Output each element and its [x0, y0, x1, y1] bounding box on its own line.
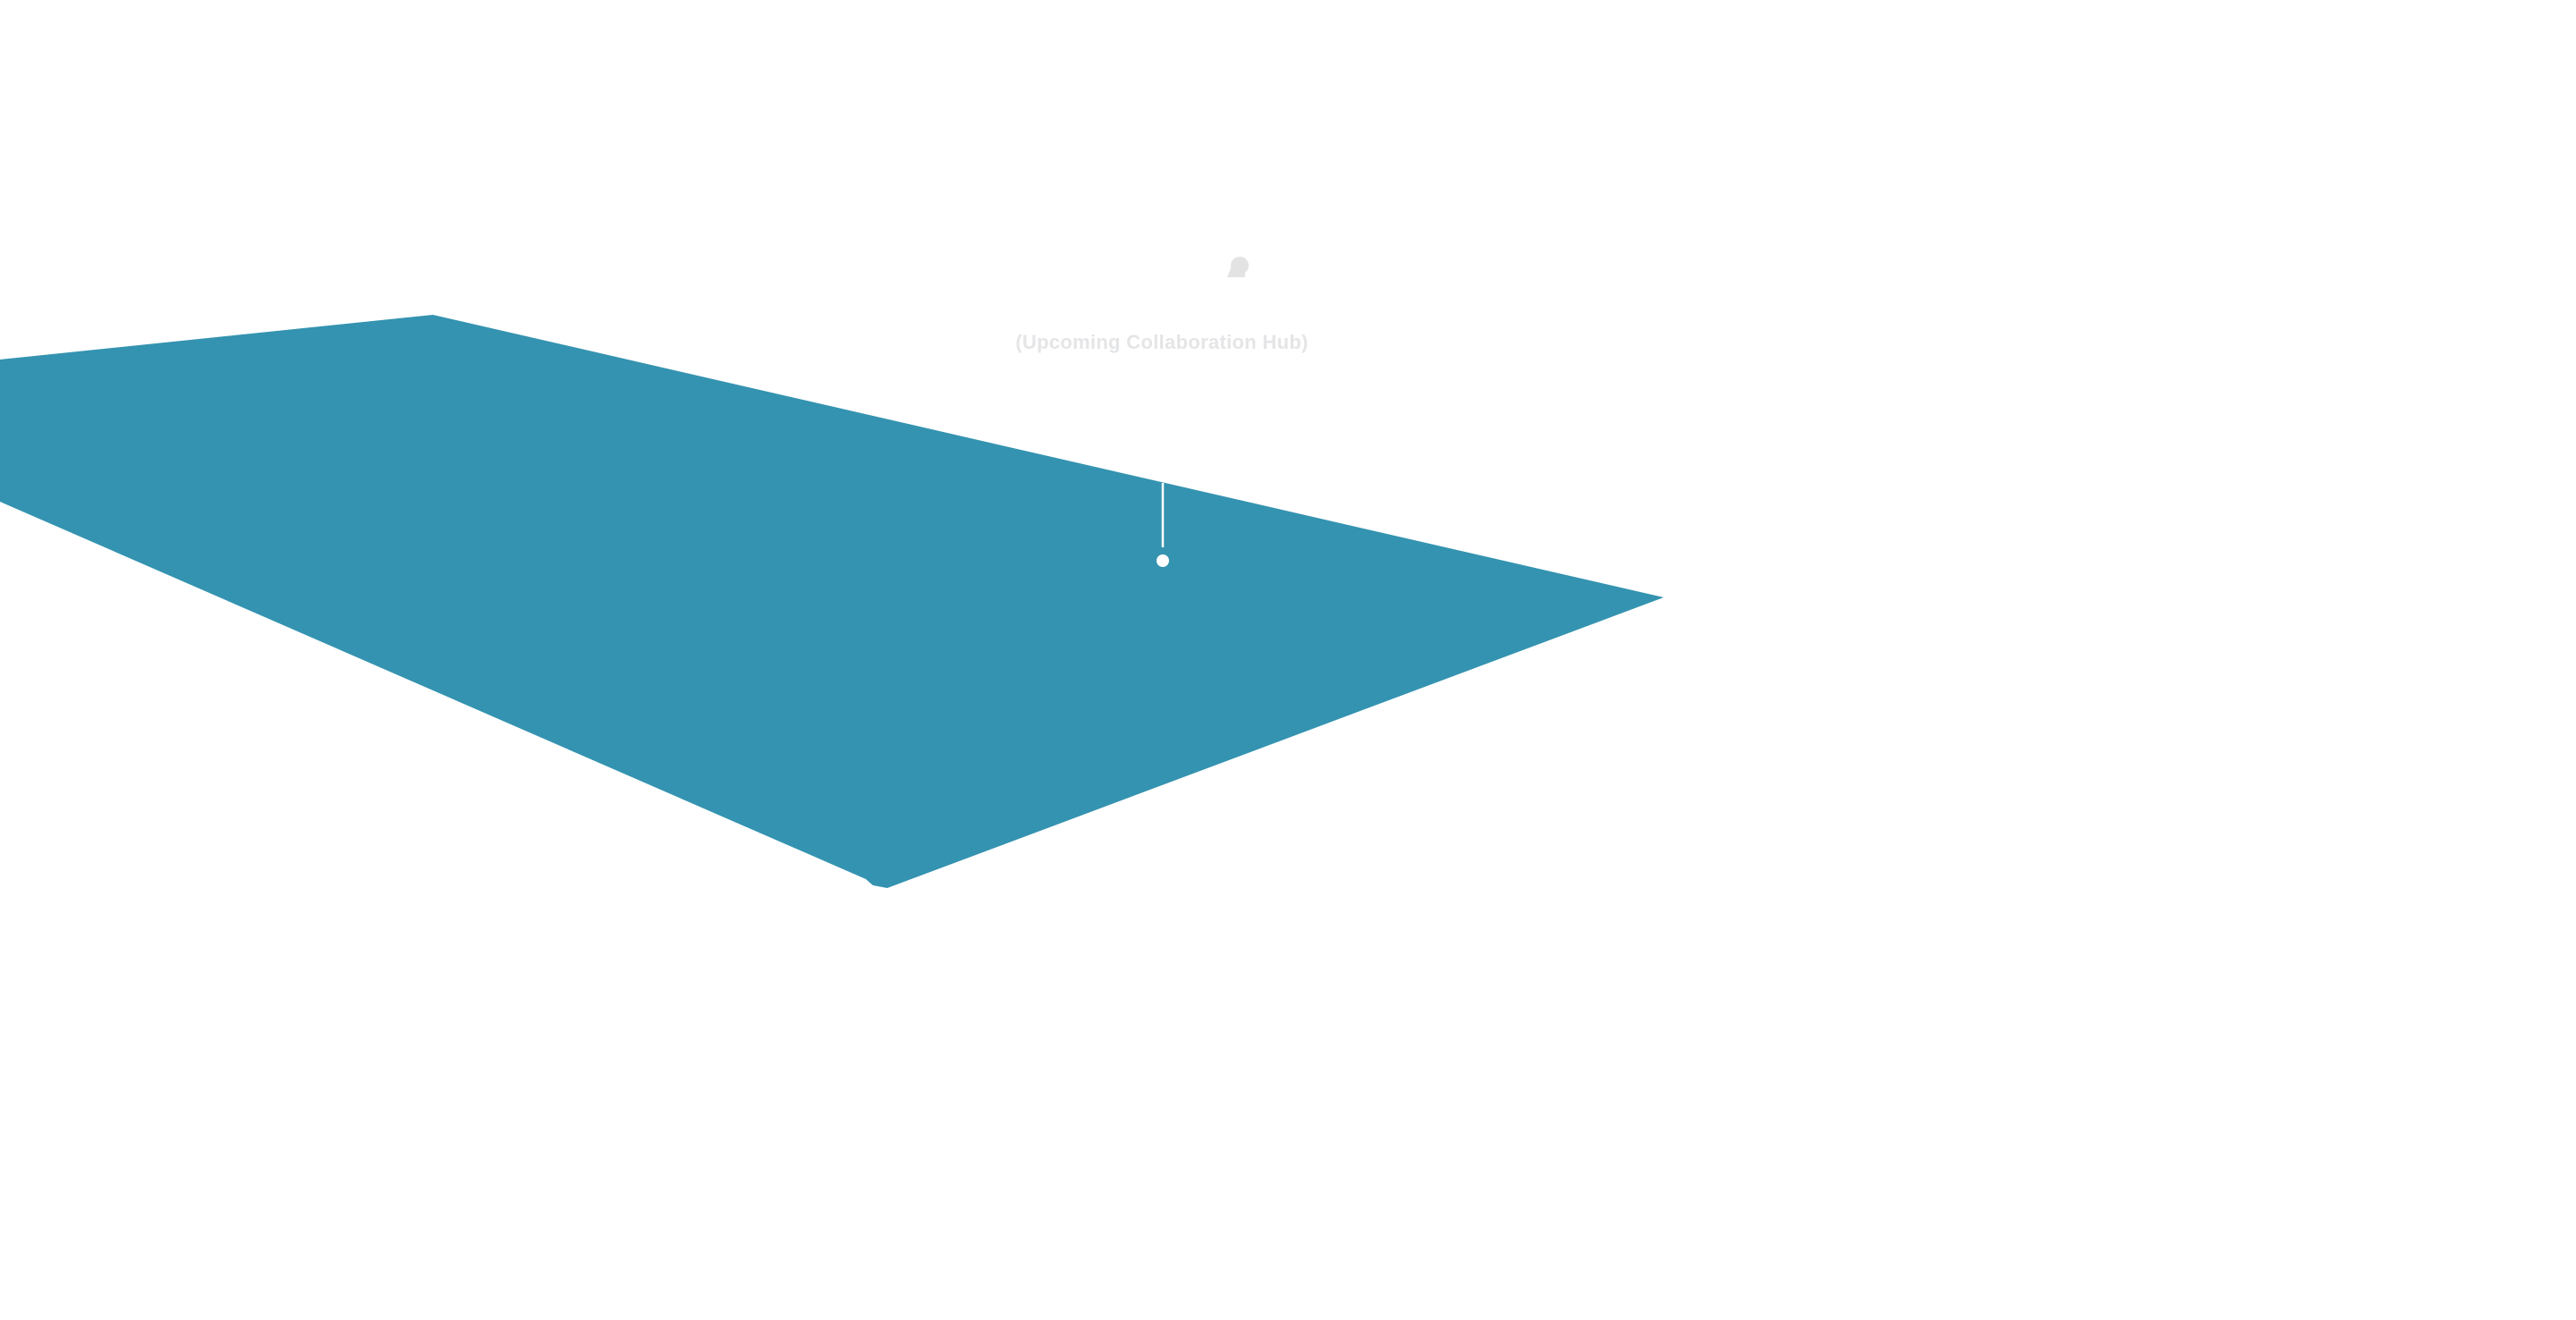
location-marker-icon[interactable]: [1227, 257, 1249, 277]
region-area[interactable]: [0, 315, 1664, 888]
pin-dot[interactable]: [1157, 554, 1169, 567]
location-label: (Upcoming Collaboration Hub): [1015, 331, 1309, 353]
